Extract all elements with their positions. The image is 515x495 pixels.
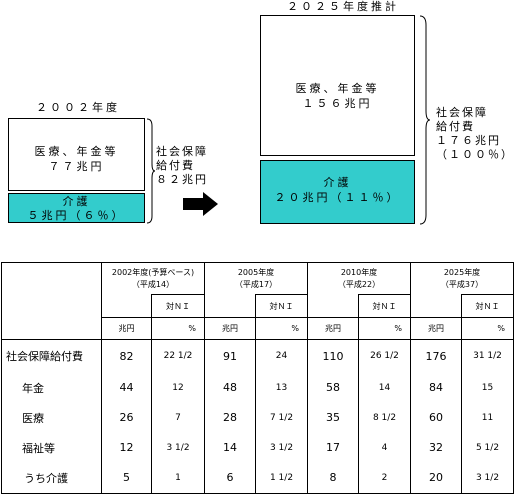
- row-label: 社会保障給付費: [1, 339, 102, 373]
- cell-trillion-yen: 44: [101, 372, 152, 403]
- care-box-2025: 介護 ２０兆円（１１％）: [260, 160, 415, 224]
- cell-ni-ratio: 4: [358, 432, 412, 463]
- brace-2025: [419, 15, 431, 225]
- cell-ni-ratio: 3 1/2: [255, 432, 309, 463]
- row-label: 年金: [1, 372, 102, 403]
- cell-ni-ratio: 8 1/2: [358, 402, 412, 433]
- cell-trillion-yen: 5: [101, 462, 152, 494]
- care-label-2002: 介護: [62, 195, 91, 208]
- cell-ni-ratio: 26 1/2: [358, 339, 412, 373]
- cell-trillion-yen: 60: [410, 402, 463, 433]
- ni-header-2002: 対ＮＩ: [150, 294, 206, 318]
- cell-ni-ratio: 3 1/2: [150, 432, 206, 463]
- cell-trillion-yen: 8: [307, 462, 360, 494]
- unit-pct: %: [461, 317, 515, 340]
- cell-ni-ratio: 7: [150, 402, 206, 433]
- unit-trillion: 兆円: [410, 317, 463, 340]
- cell-trillion-yen: 91: [204, 339, 257, 373]
- cell-ni-ratio: 7 1/2: [255, 402, 309, 433]
- unit-pct: %: [358, 317, 412, 340]
- medical-pension-label-2025: 医療、年金等: [295, 82, 380, 95]
- unit-pct: %: [150, 317, 206, 340]
- medical-pension-label-2002: 医療、年金等: [34, 145, 119, 158]
- cell-trillion-yen: 12: [101, 432, 152, 463]
- benefits-table: 2002年度(予算ベース)（平成14） 2005年度（平成17） 2010年度（…: [1, 262, 515, 494]
- care-label-2025: 介護: [323, 176, 352, 189]
- ni-header-2005: 対ＮＩ: [255, 294, 309, 318]
- total-line4-2025: （１００％）: [436, 148, 514, 161]
- cell-ni-ratio: 15: [461, 372, 515, 403]
- care-amount-2002: ５兆円（６％）: [27, 209, 126, 222]
- total-line1-2025: 社会保障: [436, 106, 488, 119]
- cell-ni-ratio: 14: [358, 372, 412, 403]
- cell-trillion-yen: 110: [307, 339, 360, 373]
- cell-trillion-yen: 82: [101, 339, 152, 373]
- medical-pension-amount-2025: １５６兆円: [302, 97, 373, 110]
- cell-ni-ratio: 24: [255, 339, 309, 373]
- year-header-2010: 2010年度（平成22）: [307, 262, 412, 295]
- cell-trillion-yen: 58: [307, 372, 360, 403]
- cell-trillion-yen: 35: [307, 402, 360, 433]
- cell-trillion-yen: 84: [410, 372, 463, 403]
- total-label-2002: 社会保障 給付費 ８２兆円: [156, 145, 208, 187]
- row-label: 福祉等: [1, 432, 102, 463]
- total-line2-2025: 給付費: [436, 120, 475, 133]
- cell-ni-ratio: 2: [358, 462, 412, 494]
- year-header-row: 2002年度(予算ベース)（平成14） 2005年度（平成17） 2010年度（…: [1, 262, 515, 340]
- care-box-2002: 介護 ５兆円（６％）: [8, 193, 145, 223]
- cell-ni-ratio: 22 1/2: [150, 339, 206, 373]
- ni-header-2025: 対ＮＩ: [461, 294, 515, 318]
- total-label-2025: 社会保障 給付費 １７６兆円 （１００％）: [436, 106, 514, 162]
- year-label-2002: ２００２年度: [36, 101, 120, 114]
- cell-trillion-yen: 17: [307, 432, 360, 463]
- medical-pension-amount-2002: ７７兆円: [48, 160, 105, 173]
- cell-ni-ratio: 12: [150, 372, 206, 403]
- cell-trillion-yen: 176: [410, 339, 463, 373]
- cell-trillion-yen: 48: [204, 372, 257, 403]
- unit-pct: %: [255, 317, 309, 340]
- care-amount-2025: ２０兆円（１１％）: [274, 191, 401, 204]
- total-line3-2002: ８２兆円: [156, 173, 208, 186]
- total-line2-2002: 給付費: [156, 159, 195, 172]
- medical-pension-box-2002: 医療、年金等 ７７兆円: [8, 118, 145, 191]
- cell-ni-ratio: 1: [150, 462, 206, 494]
- row-label: 医療: [1, 402, 102, 433]
- arrow-icon: [183, 192, 218, 216]
- cell-ni-ratio: 1 1/2: [255, 462, 309, 494]
- brace-2002: [146, 118, 156, 224]
- corner-cell: [1, 262, 102, 340]
- year-header-2002: 2002年度(予算ベース)（平成14）: [100, 262, 206, 295]
- cell-trillion-yen: 6: [204, 462, 257, 494]
- cell-trillion-yen: 32: [410, 432, 463, 463]
- cell-trillion-yen: 26: [101, 402, 152, 433]
- year-header-2025: 2025年度（平成37）: [410, 262, 515, 295]
- ni-header-2010: 対ＮＩ: [358, 294, 412, 318]
- cell-trillion-yen: 14: [204, 432, 257, 463]
- cell-ni-ratio: 31 1/2: [461, 339, 515, 373]
- cell-ni-ratio: 3 1/2: [461, 462, 515, 494]
- total-line1-2002: 社会保障: [156, 145, 208, 158]
- cell-ni-ratio: 5 1/2: [461, 432, 515, 463]
- cell-ni-ratio: 11: [461, 402, 515, 433]
- cell-ni-ratio: 13: [255, 372, 309, 403]
- cell-trillion-yen: 20: [410, 462, 463, 494]
- unit-trillion: 兆円: [204, 317, 257, 340]
- year-header-2005: 2005年度（平成17）: [204, 262, 309, 295]
- total-line3-2025: １７６兆円: [436, 134, 501, 147]
- ni-header-row: 対ＮＩ 対ＮＩ 対ＮＩ 対ＮＩ: [2, 294, 515, 318]
- cell-trillion-yen: 28: [204, 402, 257, 433]
- unit-trillion: 兆円: [101, 317, 152, 340]
- year-label-2025: ２０２５年度推計: [287, 0, 399, 13]
- medical-pension-box-2025: 医療、年金等 １５６兆円: [260, 15, 415, 156]
- row-label: うち介護: [1, 462, 102, 494]
- unit-trillion: 兆円: [307, 317, 360, 340]
